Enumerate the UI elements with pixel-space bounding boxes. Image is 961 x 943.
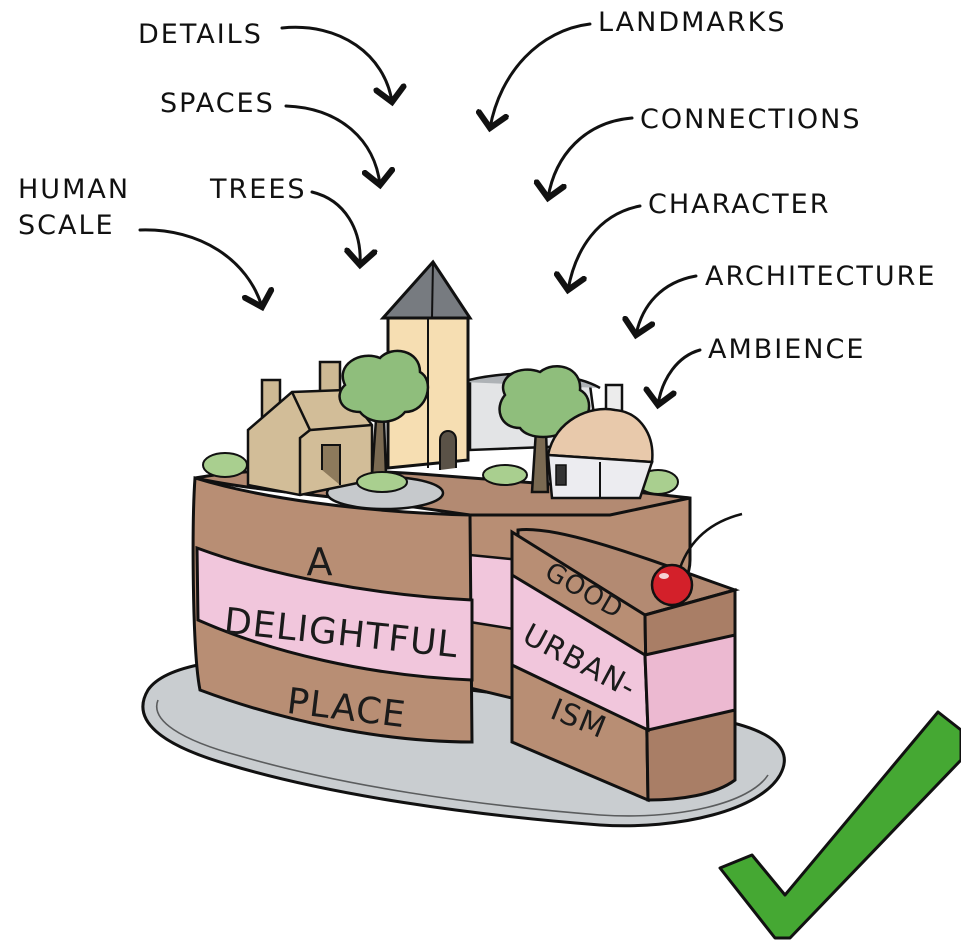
check-mark-icon <box>718 710 961 940</box>
arrow-ambience <box>658 348 702 405</box>
arrow-spaces <box>284 104 380 185</box>
callout-arrows <box>138 22 702 405</box>
label-human: HUMAN <box>18 174 130 205</box>
tree-icon <box>498 364 591 494</box>
callout-labels: DETAILS LANDMARKS SPACES CONNECTIONS HUM… <box>18 7 936 365</box>
cherry-icon <box>650 512 743 607</box>
arrow-human-scale <box>138 228 262 307</box>
label-scale: SCALE <box>18 210 115 241</box>
arrow-landmarks <box>490 22 592 128</box>
label-character: CHARACTER <box>648 189 830 220</box>
house-icon <box>246 360 374 497</box>
label-ambience: AMBIENCE <box>708 334 865 365</box>
big-slice-line-1: A <box>307 540 334 584</box>
town-topping <box>202 259 679 511</box>
tree-icon <box>338 349 430 493</box>
label-landmarks: LANDMARKS <box>598 7 787 38</box>
label-details: DETAILS <box>138 19 263 50</box>
cake-slice <box>510 512 743 803</box>
arrow-architecture <box>636 274 698 335</box>
label-architecture: ARCHITECTURE <box>705 261 936 292</box>
arrow-character <box>568 204 642 290</box>
label-connections: CONNECTIONS <box>640 104 861 135</box>
arrow-details <box>280 25 392 102</box>
label-trees: TREES <box>209 174 307 205</box>
house-icon <box>546 383 654 500</box>
label-spaces: SPACES <box>160 88 275 119</box>
arrow-connections <box>548 116 634 198</box>
arrow-trees <box>310 190 360 265</box>
